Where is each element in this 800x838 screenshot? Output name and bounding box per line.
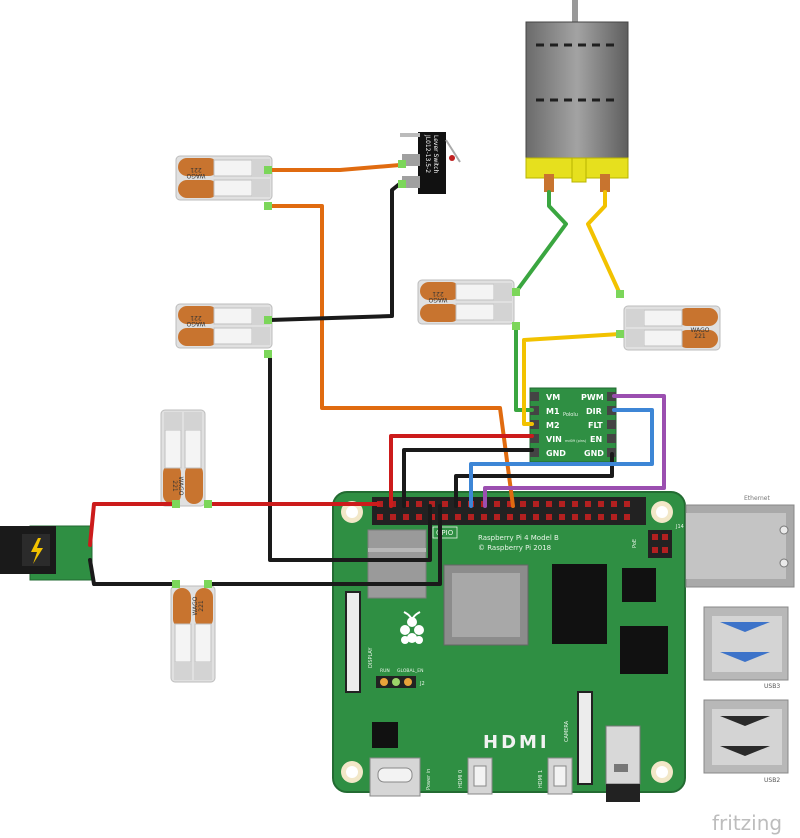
wire-red-vin [389,434,534,508]
wire-red-barrel [88,502,178,547]
wire-orange-switch [268,163,402,172]
run-label: RUN [380,668,390,674]
wago-brand: WAGO [186,172,205,179]
hdmi-label: HDMI [483,732,550,753]
wire-yellow-driver [522,332,622,426]
wire-blue-dir [469,408,654,508]
wago-connector-4: 221 WAGO [623,305,721,351]
driver-pin-vin: VIN [546,435,562,444]
wago-brand: WAGO [691,327,710,334]
driver-pin-vm: VM [546,393,560,402]
driver-chip: md09 (pins) [565,439,587,443]
raspberry-pi-board: Raspberry Pi 4 Model B © Raspberry Pi 20… [332,491,795,802]
dc-barrel-jack [0,525,93,581]
lever-switch: JL012-13.5-2 Lever Switch [400,132,461,194]
driver-pin-dir: DIR [586,407,602,416]
wire-orange-gpio [268,204,515,508]
wago-model: 221 [190,166,202,173]
raspberry-logo-icon [400,611,424,644]
wago-model: 221 [190,314,202,321]
wago-brand: WAGO [428,296,447,303]
motor-driver: VM M1 M2 VIN GND PWM DIR FLT EN GND Polo… [529,387,617,463]
wire-black-barrel [88,558,178,586]
wire-yellow-motor [586,190,622,296]
j2-label: J2 [419,681,425,687]
driver-pin-m1: M1 [546,407,560,416]
wire-purple-pwm [483,394,666,508]
wires [88,163,666,586]
switch-label: Lever Switch [432,135,439,174]
driver-pins-left [530,392,539,457]
wago-model: 221 [198,600,205,612]
dc-motor [525,0,629,192]
driver-pin-en: EN [590,435,602,444]
wago-connector-3: 221 WAGO [417,279,515,325]
driver-pin-gnd-left: GND [546,449,566,458]
switch-part-number: JL012-13.5-2 [424,134,431,173]
hdmi1-label: HDMI 1 [538,770,544,788]
wire-black-driver-gnd [402,448,534,508]
gpio-label: GPIO [436,529,454,537]
driver-pin-pwm: PWM [581,393,604,402]
wago-brand: WAGO [177,477,184,496]
hdmi0-label: HDMI 0 [458,770,464,788]
poe-label: PoE [632,539,638,548]
rpi-copyright: © Raspberry Pi 2018 [478,544,551,552]
display-label: DISPLAY [368,647,374,668]
wago-connector-6: 221 WAGO [170,585,216,683]
wago-connector-5: 221 WAGO [160,409,206,507]
driver-pin-gnd-right: GND [584,449,604,458]
power-in-label: Power in [426,769,432,790]
connection-points [172,160,624,588]
wago-model: 221 [694,333,706,340]
wago-brand: WAGO [186,320,205,327]
wago-brand: WAGO [192,596,199,615]
wire-black-switch [268,180,404,322]
rpi-title: Raspberry Pi 4 Model B [478,534,559,542]
lightning-icon [31,538,43,564]
wago-connector-1: 221 WAGO [175,155,273,201]
fritzing-watermark: fritzing [712,811,782,835]
usb2-label: USB2 [764,777,780,784]
driver-pin-flt: FLT [588,421,603,430]
wire-black-ground-main [268,352,432,562]
wago-connector-2: 221 WAGO [175,303,273,349]
wire-black-gnd [206,504,442,586]
camera-label: CAMERA [564,720,570,742]
wire-green-driver [514,324,534,412]
driver-brand: Pololu [563,412,578,418]
ethernet-label: Ethernet [744,495,770,502]
global-en-label: GLOBAL_EN [397,668,424,674]
j14-label: J14 [675,524,684,530]
wago-model: 221 [432,290,444,297]
driver-pin-m2: M2 [546,421,560,430]
wago-model: 221 [171,480,178,492]
usb3-label: USB3 [764,683,780,690]
wire-green-motor [514,190,568,294]
